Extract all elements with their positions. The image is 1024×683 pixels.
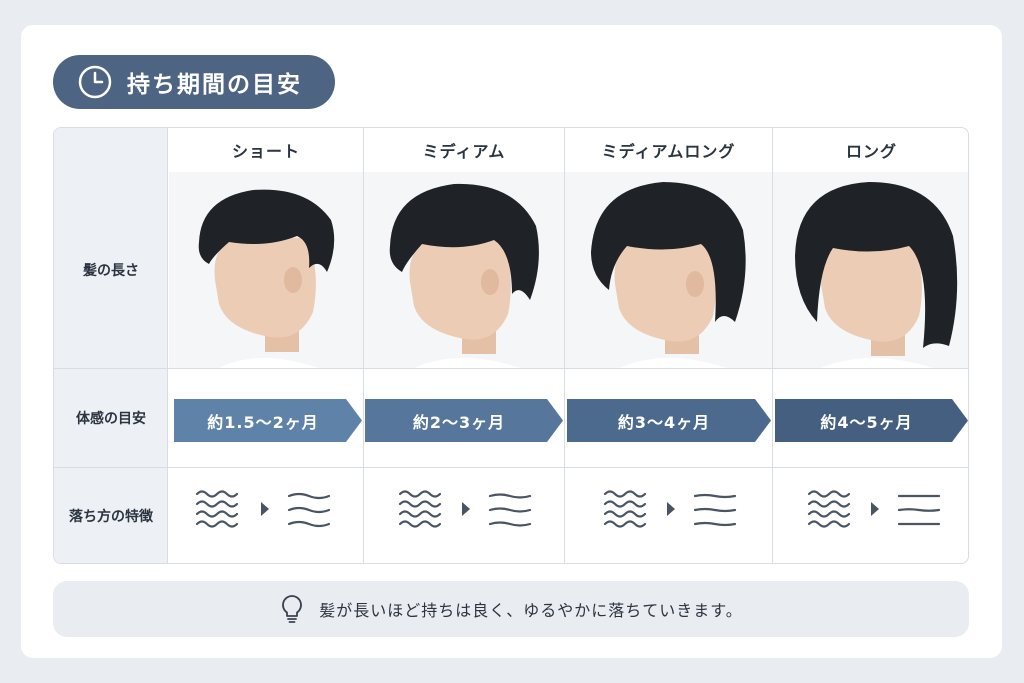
duration-label: 約3～4ヶ月	[617, 412, 711, 432]
row-label-length: 髪の長さ	[83, 263, 139, 279]
duration-arrow-medium-long: 約3～4ヶ月	[567, 399, 771, 442]
hair-photo-short	[169, 172, 363, 368]
wave-to-straight-icon	[398, 490, 532, 528]
hair-photo-long	[773, 172, 968, 368]
column-divider	[772, 128, 773, 563]
hair-photo-medium	[364, 172, 564, 368]
tip-banner: 髪が長いほど持ちは良く、ゆるやかに落ちていきます。	[53, 581, 969, 637]
fade-pattern-long	[773, 482, 968, 542]
column-header-short: ショート	[231, 142, 300, 161]
page-title: 持ち期間の目安	[127, 72, 302, 98]
wave-to-straight-icon	[807, 490, 941, 528]
row-divider	[54, 467, 968, 468]
column-header-medium: ミディアム	[422, 142, 506, 161]
tip-text: 髪が長いほど持ちは良く、ゆるやかに落ちていきます。	[319, 601, 743, 620]
row-divider	[54, 368, 968, 369]
duration-label: 約4～5ヶ月	[820, 412, 913, 432]
lightbulb-icon	[282, 595, 303, 623]
wave-to-straight-icon	[195, 490, 331, 528]
column-header-long: ロング	[845, 142, 897, 161]
portrait-medium-long	[591, 182, 746, 368]
fade-pattern-medium-long	[565, 482, 772, 542]
hair-photo-medium-long	[565, 172, 772, 368]
arrow-shape	[775, 399, 968, 442]
duration-arrow-medium: 約2～3ヶ月	[365, 399, 563, 442]
clock-icon	[78, 65, 112, 99]
fade-pattern-medium	[364, 482, 564, 542]
duration-table: 髪の長さ 体感の目安 落ち方の特徴 ショート ミディアム ミディアムロング ロン…	[53, 127, 969, 564]
duration-arrow-long: 約4～5ヶ月	[775, 399, 968, 442]
row-label-column	[54, 128, 168, 563]
column-divider	[564, 128, 565, 563]
wave-to-straight-icon	[603, 490, 737, 528]
arrow-shape	[567, 399, 771, 442]
column-divider	[363, 128, 364, 563]
portrait-short	[198, 189, 335, 368]
title-badge: 持ち期間の目安	[53, 55, 335, 109]
row-label-feel: 体感の目安	[76, 410, 146, 427]
duration-label: 約2～3ヶ月	[412, 412, 506, 432]
fade-pattern-short	[169, 482, 363, 542]
portrait-medium	[389, 183, 539, 368]
column-header-medium-long: ミディアムロング	[601, 142, 736, 161]
duration-label: 約1.5～2ヶ月	[207, 412, 319, 432]
portrait-long	[795, 182, 958, 368]
row-label-fade: 落ち方の特徴	[69, 509, 153, 525]
arrow-shape	[365, 399, 563, 442]
duration-arrow-short: 約1.5～2ヶ月	[174, 399, 362, 442]
arrow-shape	[174, 399, 362, 442]
